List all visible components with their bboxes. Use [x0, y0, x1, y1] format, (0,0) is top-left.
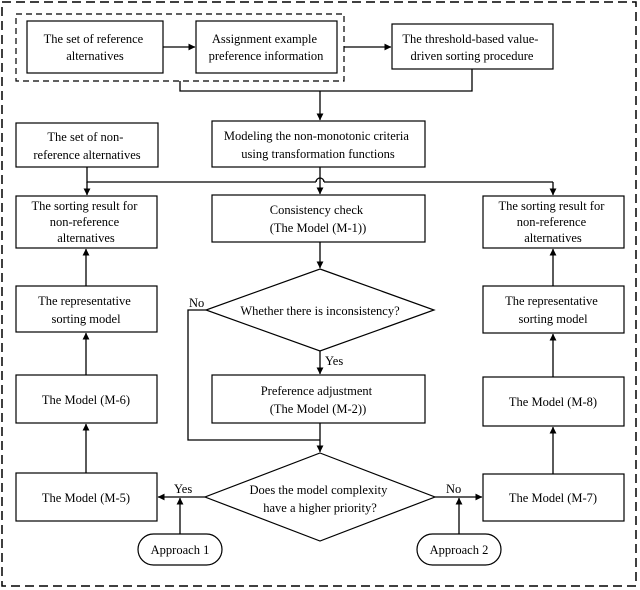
assignment-info-text: Assignment example preference informatio… — [209, 32, 325, 63]
assignment-info-node: Assignment example preference informatio… — [195, 20, 338, 74]
preference-adjustment-text: Preference adjustment (The Model (M-2)) — [261, 384, 376, 416]
model-m8-text: The Model (M-8) — [509, 395, 597, 409]
inconsistency-decision-node: Whether there is inconsistency? — [204, 268, 436, 352]
approach-1-text: Approach 1 — [151, 543, 210, 557]
label-no-complexity: No — [446, 482, 461, 496]
reference-set-text: The set of reference alternatives — [44, 32, 147, 63]
model-m6-text: The Model (M-6) — [42, 393, 130, 407]
reference-set-node: The set of reference alternatives — [26, 20, 164, 74]
representative-left-node: The representative sorting model — [15, 285, 158, 333]
threshold-procedure-text: The threshold-based value- driven sortin… — [402, 32, 541, 63]
label-yes-inconsistency: Yes — [325, 354, 343, 368]
model-m8-node: The Model (M-8) — [482, 376, 625, 427]
model-m5-text: The Model (M-5) — [42, 491, 130, 505]
edge-top-bus — [179, 69, 473, 92]
inconsistency-decision-text: Whether there is inconsistency? — [240, 304, 400, 318]
model-m5-node: The Model (M-5) — [15, 472, 158, 522]
non-reference-set-node: The set of non- reference alternatives — [15, 122, 159, 168]
model-m7-node: The Model (M-7) — [482, 473, 625, 522]
sorting-result-left-text: The sorting result for non-reference alt… — [31, 199, 140, 245]
modeling-criteria-text: Modeling the non-monotonic criteria usin… — [224, 129, 412, 161]
label-no-inconsistency: No — [189, 296, 204, 310]
approach-2-text: Approach 2 — [430, 543, 489, 557]
complexity-decision-node: Does the model complexity have a higher … — [203, 452, 437, 542]
threshold-procedure-node: The threshold-based value- driven sortin… — [391, 23, 554, 70]
edge-decision-no-bypass — [187, 309, 320, 441]
representative-right-text: The representative sorting model — [505, 294, 601, 326]
preference-adjustment-node: Preference adjustment (The Model (M-2)) — [211, 374, 426, 424]
representative-left-text: The representative sorting model — [38, 294, 134, 326]
model-m6-node: The Model (M-6) — [15, 374, 158, 424]
representative-right-node: The representative sorting model — [482, 285, 625, 334]
consistency-check-text: Consistency check (The Model (M-1)) — [270, 203, 367, 235]
modeling-criteria-node: Modeling the non-monotonic criteria usin… — [211, 120, 426, 168]
label-yes-complexity: Yes — [174, 482, 192, 496]
sorting-result-left-node: The sorting result for non-reference alt… — [15, 195, 158, 249]
approach-2-node: Approach 2 — [416, 533, 502, 566]
sorting-result-right-text: The sorting result for non-reference alt… — [498, 199, 607, 245]
complexity-decision-text: Does the model complexity have a higher … — [250, 483, 391, 515]
sorting-result-right-node: The sorting result for non-reference alt… — [482, 195, 625, 249]
edge-split-bus-hop — [315, 177, 325, 183]
approach-1-node: Approach 1 — [137, 533, 223, 566]
consistency-check-node: Consistency check (The Model (M-1)) — [211, 194, 426, 243]
model-m7-text: The Model (M-7) — [509, 491, 597, 505]
edge-split-bus-left — [86, 167, 316, 183]
non-reference-set-text: The set of non- reference alternatives — [33, 130, 140, 162]
